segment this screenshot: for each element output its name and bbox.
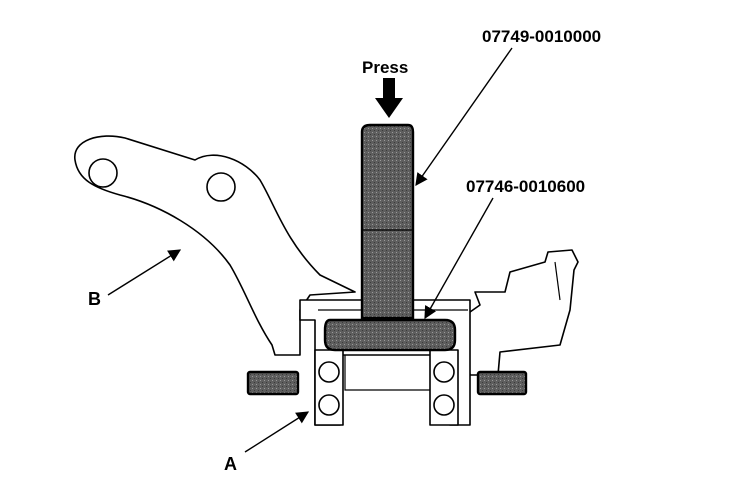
leader-attachment: [424, 197, 494, 320]
bearing-ball: [433, 361, 455, 383]
label-b: B: [88, 289, 101, 309]
leader-b: [107, 249, 182, 296]
attachment-tool: [323, 318, 457, 352]
wheel-bearing: [314, 349, 459, 426]
leader-driver: [415, 47, 513, 187]
knuckle-bolt-hole-upper: [88, 158, 118, 188]
driver-part-number: 07749-0010000: [482, 27, 601, 46]
leader-a: [244, 411, 310, 453]
knuckle-bolt-hole-lower: [206, 172, 236, 202]
label-a: A: [224, 454, 237, 474]
support-block-left: [246, 370, 300, 396]
attachment-part-number: 07746-0010600: [466, 177, 585, 196]
bearing-ball: [318, 361, 340, 383]
bearing-ball: [318, 394, 340, 416]
driver-tool: [360, 123, 415, 320]
bearing-ball: [433, 394, 455, 416]
press-arrow-icon: [375, 78, 403, 118]
support-block-right: [476, 370, 528, 396]
press-label: Press: [362, 58, 408, 77]
